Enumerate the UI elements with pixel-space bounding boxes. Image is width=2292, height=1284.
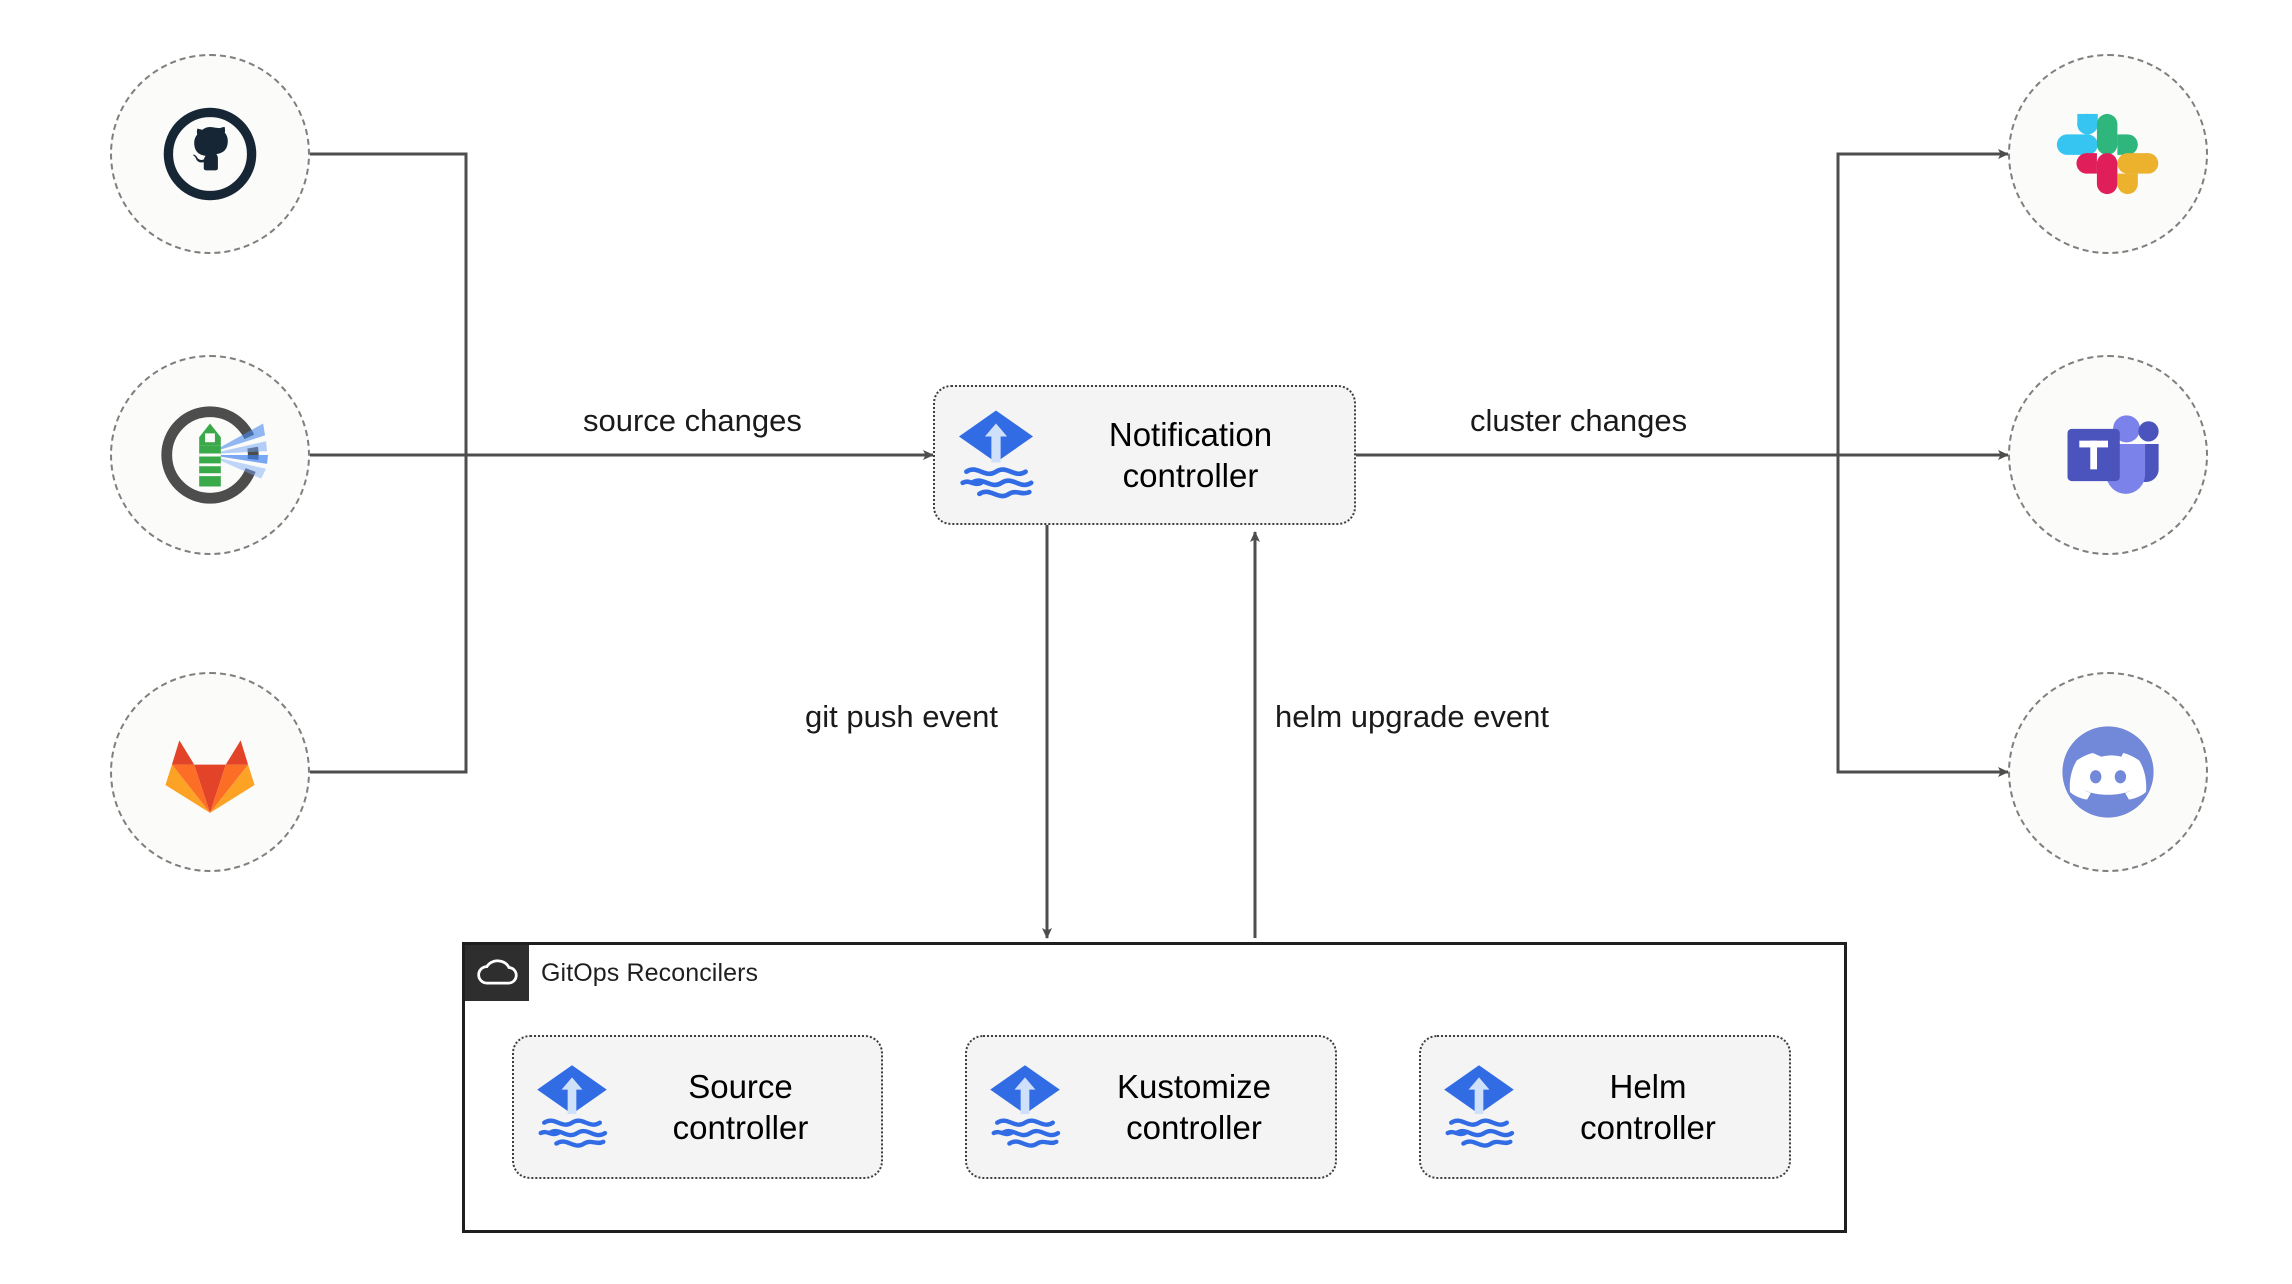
microsoft-teams-icon bbox=[2067, 415, 2159, 494]
gitops-group-title: GitOps Reconcilers bbox=[541, 958, 759, 987]
source-node-flux[interactable] bbox=[110, 355, 310, 555]
helm-controller-box[interactable]: Helm controller bbox=[1419, 1035, 1791, 1179]
helm-controller-label: Helm controller bbox=[1580, 1067, 1716, 1146]
destination-node-slack[interactable] bbox=[2008, 54, 2208, 254]
edge-label-git-push-event: git push event bbox=[805, 699, 999, 734]
discord-icon bbox=[2062, 726, 2154, 818]
kustomize-controller-label: Kustomize controller bbox=[1116, 1067, 1272, 1146]
lighthouse-icon bbox=[161, 406, 269, 504]
cloud-icon bbox=[465, 945, 529, 1001]
flux-logo-icon bbox=[1444, 1065, 1515, 1148]
notification-controller-label: Notification controller bbox=[1108, 415, 1273, 494]
edge-label-cluster-changes: cluster changes bbox=[1470, 403, 1688, 438]
github-icon bbox=[163, 107, 257, 201]
source-controller-box[interactable]: Source controller bbox=[512, 1035, 883, 1179]
slack-icon bbox=[2056, 113, 2159, 195]
notification-controller-box[interactable]: Notification controller bbox=[933, 385, 1356, 525]
flux-logo-icon bbox=[958, 410, 1034, 499]
destination-node-discord[interactable] bbox=[2008, 672, 2208, 872]
source-node-github[interactable] bbox=[110, 54, 310, 254]
flux-logo-icon bbox=[990, 1065, 1061, 1148]
edge-label-source-changes: source changes bbox=[583, 403, 802, 438]
edge-label-helm-upgrade-event: helm upgrade event bbox=[1275, 699, 1550, 734]
source-controller-label: Source controller bbox=[672, 1067, 809, 1146]
flux-logo-icon bbox=[537, 1065, 608, 1148]
gitlab-icon bbox=[165, 740, 255, 813]
destination-node-teams[interactable] bbox=[2008, 355, 2208, 555]
source-node-gitlab[interactable] bbox=[110, 672, 310, 872]
kustomize-controller-box[interactable]: Kustomize controller bbox=[965, 1035, 1337, 1179]
